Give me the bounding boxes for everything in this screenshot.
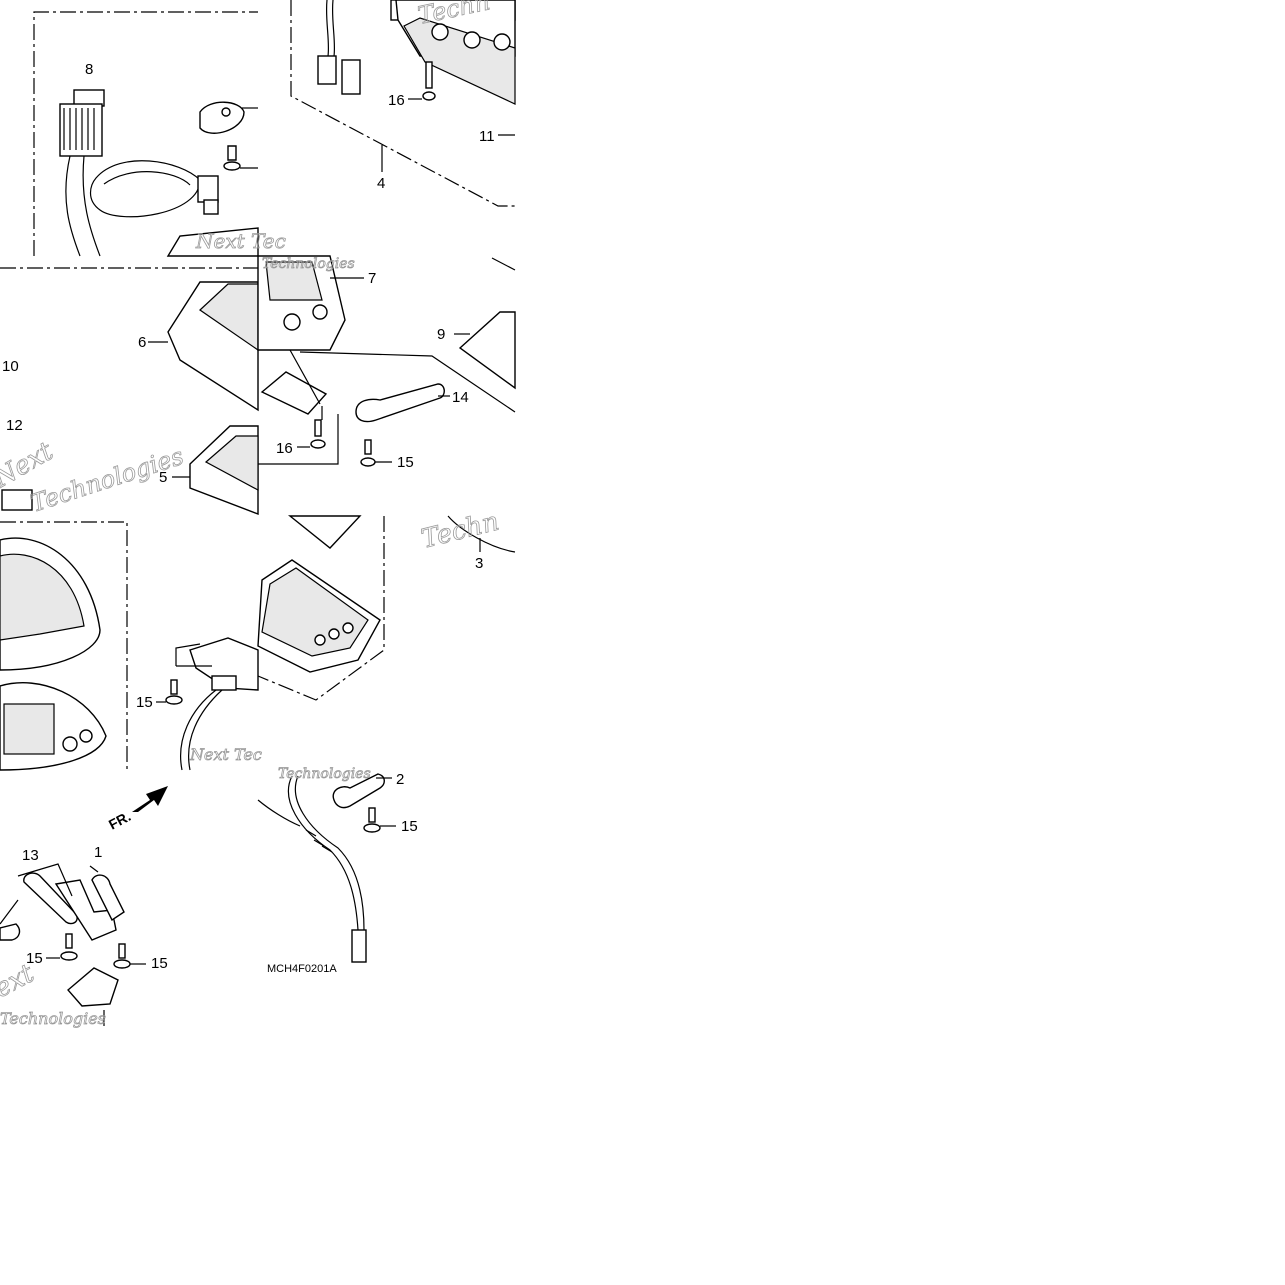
watermark-6: Next Tec <box>189 745 262 764</box>
callout-8: 8 <box>85 61 93 78</box>
tile-harness: 8 Next Tec <box>33 11 286 257</box>
callout-7: 7 <box>368 270 376 287</box>
callout-16b: 16 <box>276 440 293 457</box>
tile-meter-base: 3 Techn <box>257 506 516 701</box>
callout-6: 6 <box>138 334 146 351</box>
tile-meter-top: 16 11 4 Techn <box>290 0 516 207</box>
front-indicator: FR. <box>106 808 133 833</box>
diagram-code: MCH4F0201A <box>267 963 337 975</box>
callout-16: 16 <box>388 92 405 109</box>
watermark-9: Technologies <box>0 1009 106 1028</box>
callout-15b: 15 <box>136 694 153 711</box>
watermark-10: Technologies <box>278 766 371 782</box>
callout-10: 10 <box>2 358 19 375</box>
tile-meter-panel: 15 Next Tec <box>0 521 262 771</box>
callout-3: 3 <box>475 555 483 572</box>
watermark-5: Technologies <box>262 256 355 272</box>
callout-15a: 15 <box>397 454 414 471</box>
callout-13: 13 <box>22 847 39 864</box>
watermark-1: Next Tec <box>195 229 286 253</box>
front-arrow-icon <box>132 786 168 812</box>
callout-12: 12 <box>6 417 23 434</box>
callout-15e: 15 <box>401 818 418 835</box>
callout-11: 11 <box>479 128 495 145</box>
tile-meter-bracket: 7 9 14 16 15 Technologies <box>257 255 516 471</box>
callout-1: 1 <box>94 844 102 861</box>
watermark-7: Techn <box>418 507 502 555</box>
callout-2: 2 <box>396 771 404 788</box>
callout-15d: 15 <box>151 955 168 972</box>
callout-14: 14 <box>452 389 469 406</box>
callout-15c: 15 <box>26 950 43 967</box>
tile-meter-case: 6 10 12 5 Next Technologies <box>0 267 259 518</box>
tile-sensor-cable: 2 15 MCH4F0201A Technologies <box>257 766 418 975</box>
tile-sensor: FR. 13 1 15 15 ext Technologies <box>0 786 168 1028</box>
callout-4: 4 <box>377 175 385 192</box>
callout-9: 9 <box>437 326 445 343</box>
callout-5: 5 <box>159 469 167 486</box>
